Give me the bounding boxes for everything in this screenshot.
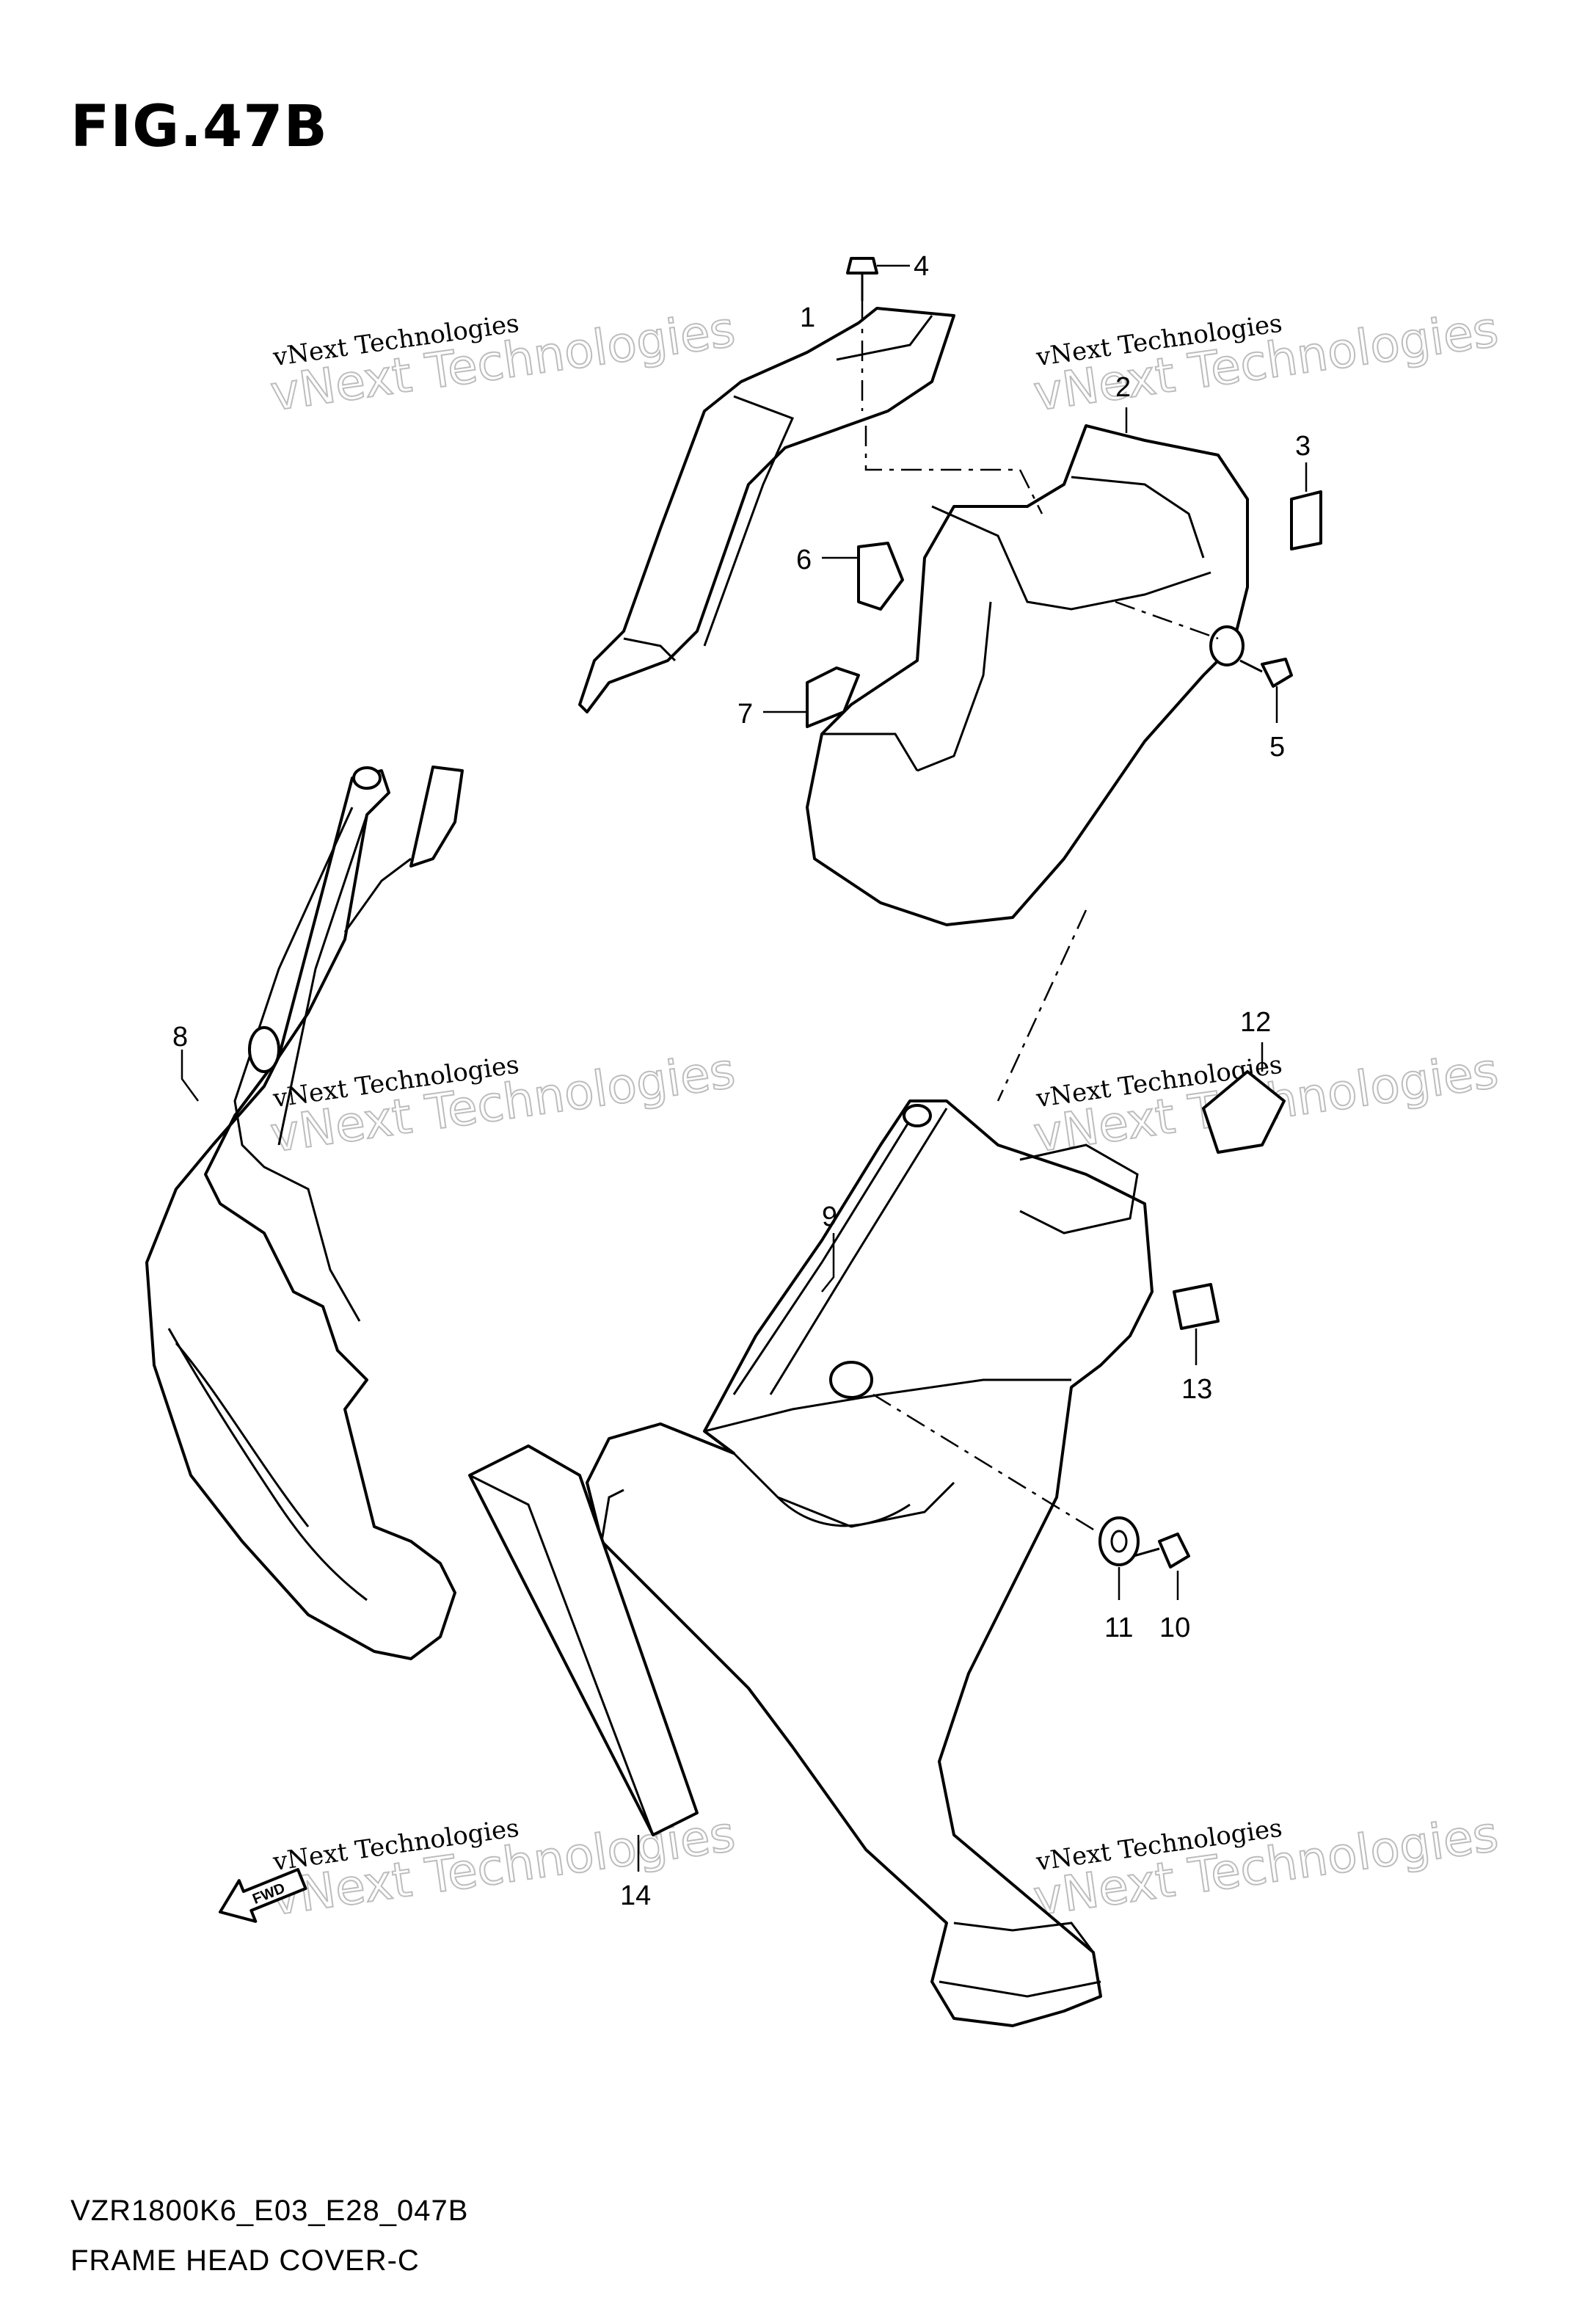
part-2-cover (806, 407, 1249, 926)
part-1-bracket (578, 307, 955, 713)
part-3-pad (1290, 462, 1322, 550)
part-6-clip (822, 542, 904, 611)
figure-caption: FRAME HEAD COVER-C (70, 2244, 420, 2277)
callout-3: 3 (1295, 431, 1311, 462)
part-4-screw (846, 257, 910, 411)
callout-7: 7 (737, 699, 753, 730)
callout-2: 2 (1115, 372, 1131, 403)
part-12-pad (1202, 1042, 1286, 1154)
callout-6: 6 (796, 545, 812, 575)
part-10-screw (1133, 1533, 1190, 1600)
model-code: VZR1800K6_E03_E28_047B (70, 2195, 469, 2227)
watermark-top-right: vNext Technologies vNext Technologies (1030, 300, 1502, 423)
fwd-arrow-icon: FWD (219, 1868, 307, 1923)
figure-title: FIG.47B (70, 94, 328, 160)
part-8-side-cover (145, 766, 464, 1660)
callout-13: 13 (1181, 1374, 1212, 1405)
callout-9: 9 (822, 1202, 837, 1232)
callout-labels: 1 2 3 4 5 6 7 8 9 10 11 12 13 14 (172, 251, 1311, 1911)
watermark-bottom-right: vNext Technologies vNext Technologies (1030, 1805, 1502, 1927)
watermark-top-left: vNext Technologies vNext Technologies (266, 300, 739, 423)
callout-1: 1 (800, 302, 815, 333)
callout-4: 4 (914, 251, 929, 282)
callout-11: 11 (1104, 1613, 1133, 1643)
part-5-screw (1239, 658, 1293, 723)
callout-10: 10 (1159, 1613, 1190, 1643)
part-7-clip (763, 666, 860, 728)
callout-8: 8 (172, 1022, 188, 1053)
callout-5: 5 (1269, 732, 1285, 763)
callout-14: 14 (620, 1880, 651, 1911)
part-9-lower-cover (586, 909, 1154, 2027)
callout-12: 12 (1240, 1007, 1271, 1038)
part-13-pad (1173, 1283, 1220, 1365)
part-11-grommet (1098, 1516, 1140, 1600)
part-14-strip (468, 1444, 699, 1872)
watermark-mid-left: vNext Technologies vNext Technologies (266, 1042, 739, 1164)
